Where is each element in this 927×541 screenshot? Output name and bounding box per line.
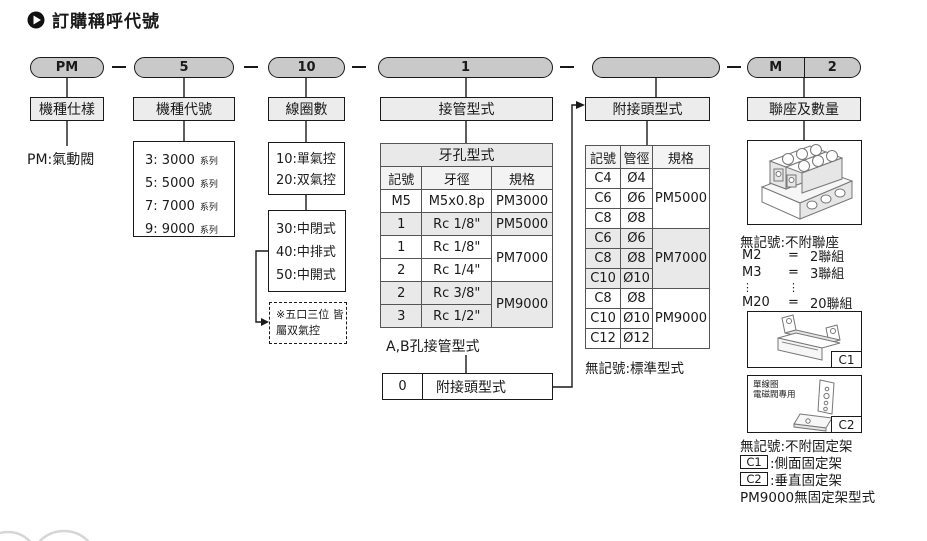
bracket-c1-drawing-icon xyxy=(777,314,841,361)
coil-note-line: 皆屬双氣控 xyxy=(276,308,344,337)
label-spec-text: 機種仕樣 xyxy=(39,102,95,118)
coil-item: 20:双氣控 xyxy=(276,173,336,188)
bracket-notes: 無記號:不附固定架 C1 :側面固定架 C2 :垂直固定架 PM9000無固定架… xyxy=(740,436,876,506)
coil-type-box: 10:單氣控 20:双氣控 xyxy=(268,142,345,195)
piping-col-header: 記號 xyxy=(379,166,423,190)
code-pill-spec-text: PM xyxy=(55,60,79,75)
bracket-note-pm9000: PM9000無固定架型式 xyxy=(740,489,876,506)
label-fitting-text: 附接頭型式 xyxy=(612,102,683,118)
label-coil: 線圈數 xyxy=(268,97,345,121)
label-coil-text: 線圈數 xyxy=(285,102,328,118)
coil-note-line: ※五口三位 xyxy=(276,308,330,321)
code-pill-coil: 10 xyxy=(268,57,345,78)
page-title: 訂購稱呼代號 xyxy=(52,12,160,32)
bracket-c1-box: C1 xyxy=(747,311,862,368)
fitting-ref-box: 0 附接頭型式 xyxy=(382,373,553,400)
coil-item: 50:中開式 xyxy=(276,268,336,283)
manifold-count-list: M2=2聯組 M3=3聯組 ⋮⋮ M20=20聯組 xyxy=(742,247,853,312)
coil-center-box: 30:中閉式 40:中排式 50:中開式 xyxy=(268,210,346,292)
fitting-ref-code: 0 xyxy=(383,374,423,399)
code-pill-model: 5 xyxy=(134,57,234,78)
piping-caption: A,B孔接管型式 xyxy=(386,339,480,355)
c2-tag: C2 xyxy=(740,471,768,486)
bracket-note-c2: C2 :垂直固定架 xyxy=(740,470,875,489)
fitting-ref-label: 附接頭型式 xyxy=(436,379,506,396)
label-piping-text: 接管型式 xyxy=(438,102,495,118)
label-piping: 接管型式 xyxy=(380,97,553,121)
coil-item: 30:中閉式 xyxy=(276,222,336,237)
label-model-text: 機種代號 xyxy=(156,102,212,118)
bracket-c2-box: 單線圈 電磁閥專用 C2 xyxy=(747,375,862,433)
bracket-note-c1: C1 :側面固定架 xyxy=(740,453,875,472)
code-pill-manifold-type: M xyxy=(769,60,783,75)
manifold-count-row: M3=3聯組 xyxy=(742,265,845,282)
bracket-c2-drawing-icon xyxy=(793,379,835,432)
coil-item: 10:單氣控 xyxy=(276,152,336,167)
fitting-note: 無記號:標準型式 xyxy=(585,361,685,377)
bracket-c1-tag: C1 xyxy=(831,351,862,368)
label-spec: 機種仕樣 xyxy=(30,97,104,121)
play-circle-icon xyxy=(27,11,45,28)
page-artifact xyxy=(0,530,32,541)
section-header: 訂購稱呼代號 xyxy=(27,7,160,32)
code-pill-piping-text: 1 xyxy=(460,60,471,75)
fitting-col-header: 記號 xyxy=(584,145,622,169)
code-pill-model-text: 5 xyxy=(179,60,189,75)
piping-col-header: 牙徑 xyxy=(421,166,493,190)
c1-tag: C1 xyxy=(740,454,768,469)
code-pill-coil-text: 10 xyxy=(297,60,316,75)
manifold-ellipsis-row: ⋮⋮ xyxy=(742,281,799,294)
bracket-note-none: 無記號:不附固定架 xyxy=(740,438,853,455)
label-manifold: 聯座及數量 xyxy=(747,97,861,121)
fitting-col-header: 規格 xyxy=(651,145,711,169)
manifold-none-note: 無記號:不附聯座 xyxy=(740,235,840,251)
manifold-image-box xyxy=(747,140,862,225)
fitting-col-header: 管徑 xyxy=(620,145,653,169)
manifold-count-row: M20=20聯組 xyxy=(742,295,853,312)
coil-note-box: ※五口三位 皆屬双氣控 xyxy=(269,302,347,344)
spec-note: PM:氣動閥 xyxy=(27,152,95,168)
code-pill-spec: PM xyxy=(30,57,104,78)
manifold-drawing-icon xyxy=(760,144,854,220)
code-pill-fitting xyxy=(592,57,720,78)
piping-table-title: 牙孔型式 xyxy=(380,143,553,167)
code-pill-manifold: M 2 xyxy=(747,57,861,78)
bracket-c2-tag: C2 xyxy=(831,416,862,433)
label-manifold-text: 聯座及數量 xyxy=(769,102,839,118)
bracket-c2-note: 單線圈 電磁閥專用 xyxy=(753,380,796,400)
label-model: 機種代號 xyxy=(133,97,235,121)
manifold-count-row: M2=2聯組 xyxy=(742,248,845,265)
coil-item: 40:中排式 xyxy=(276,245,336,260)
piping-col-header: 規格 xyxy=(491,166,553,190)
code-pill-piping: 1 xyxy=(378,57,553,78)
page-artifact xyxy=(38,529,90,541)
label-fitting: 附接頭型式 xyxy=(585,97,710,121)
code-pill-manifold-count: 2 xyxy=(803,58,861,77)
